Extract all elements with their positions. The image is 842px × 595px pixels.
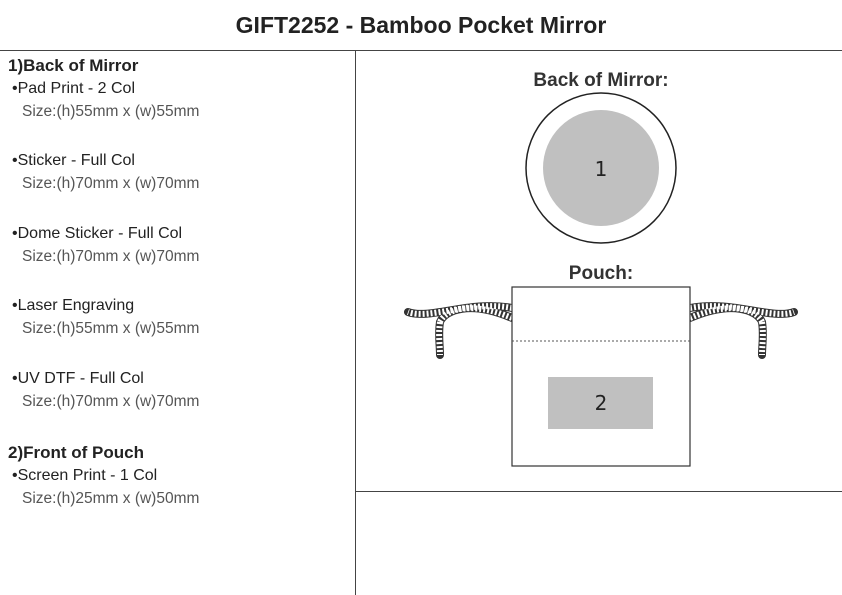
rope-left-icon [404,302,516,359]
pouch-label: Pouch: [568,263,634,284]
bullet: • [12,467,18,484]
item-size: Size:(h)70mm x (w)70mm [22,175,200,192]
bullet: • [12,152,18,169]
item-size: Size:(h)70mm x (w)70mm [22,393,200,410]
section-heading: 2)Front of Pouch [8,443,144,462]
section-heading: 1)Back of Mirror [8,56,139,75]
bullet: • [12,80,18,97]
divider [0,50,842,51]
rope-right-icon [686,302,798,359]
item-size: Size:(h)70mm x (w)70mm [22,248,200,265]
bullet: • [12,370,18,387]
print-area-2-number: 2 [595,391,608,415]
mirror-label: Back of Mirror: [533,70,669,91]
item-name: Screen Print - 1 Col [17,467,158,484]
item-size: Size:(h)25mm x (w)50mm [22,490,200,507]
bullet: • [12,297,18,314]
item-size: Size:(h)55mm x (w)55mm [22,103,200,120]
page-title: GIFT2252 - Bamboo Pocket Mirror [235,12,607,38]
item-name: Sticker - Full Col [17,152,135,169]
item-name: UV DTF - Full Col [17,370,144,387]
item-name: Pad Print - 2 Col [17,80,135,97]
divider [355,50,356,595]
bullet: • [12,225,18,242]
print-area-1-number: 1 [595,157,608,181]
item-size: Size:(h)55mm x (w)55mm [22,320,200,337]
pouch-illustration [511,286,691,467]
print-area-2 [548,377,653,429]
item-name: Laser Engraving [17,297,135,314]
mirror-illustration [525,92,677,244]
divider [356,491,842,492]
print-area-1 [543,110,659,226]
item-name: Dome Sticker - Full Col [17,225,183,242]
